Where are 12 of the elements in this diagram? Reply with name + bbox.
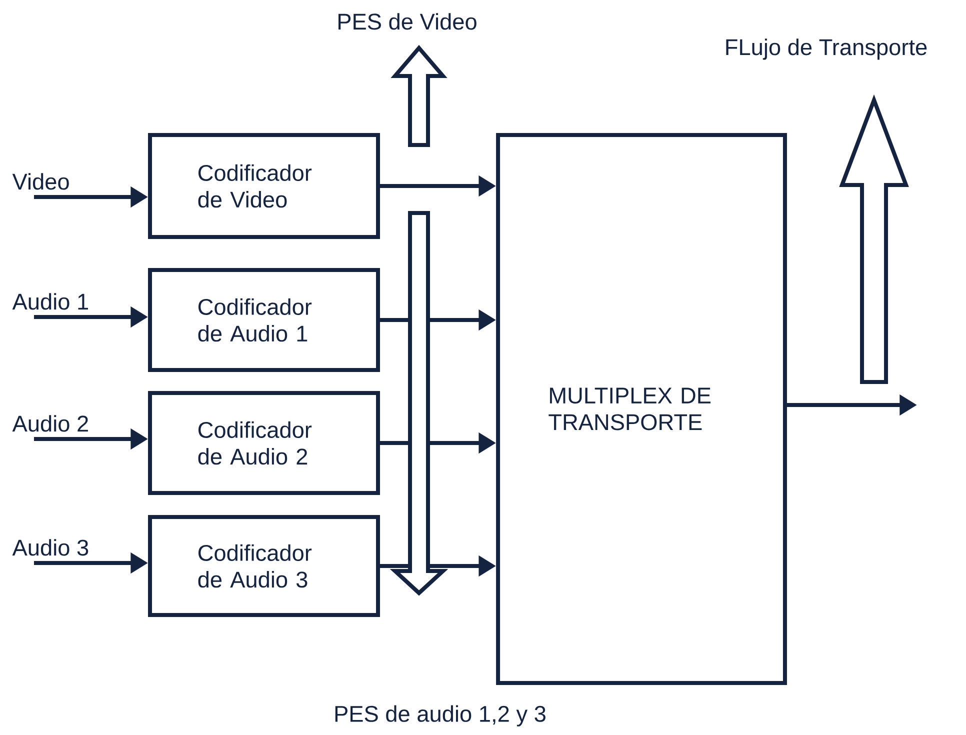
process-box: MULTIPLEX DE TRANSPORTE [496,133,787,685]
text-label: Audio 1 [12,293,88,310]
text-label: Video [12,173,69,190]
text-label: FLujo de Transporte [726,38,927,60]
text-label: PES de Video [338,13,476,30]
process-box: Codificador de Video [148,133,380,239]
process-box: Codificador de Audio 3 [148,515,380,617]
text-label: Audio 2 [12,415,88,432]
process-box: Codificador de Audio 2 [148,391,380,495]
text-label: Audio 3 [12,539,88,556]
process-box: Codificador de Audio 1 [148,268,380,372]
text-label: PES de audio 1,2 y 3 [335,705,546,726]
